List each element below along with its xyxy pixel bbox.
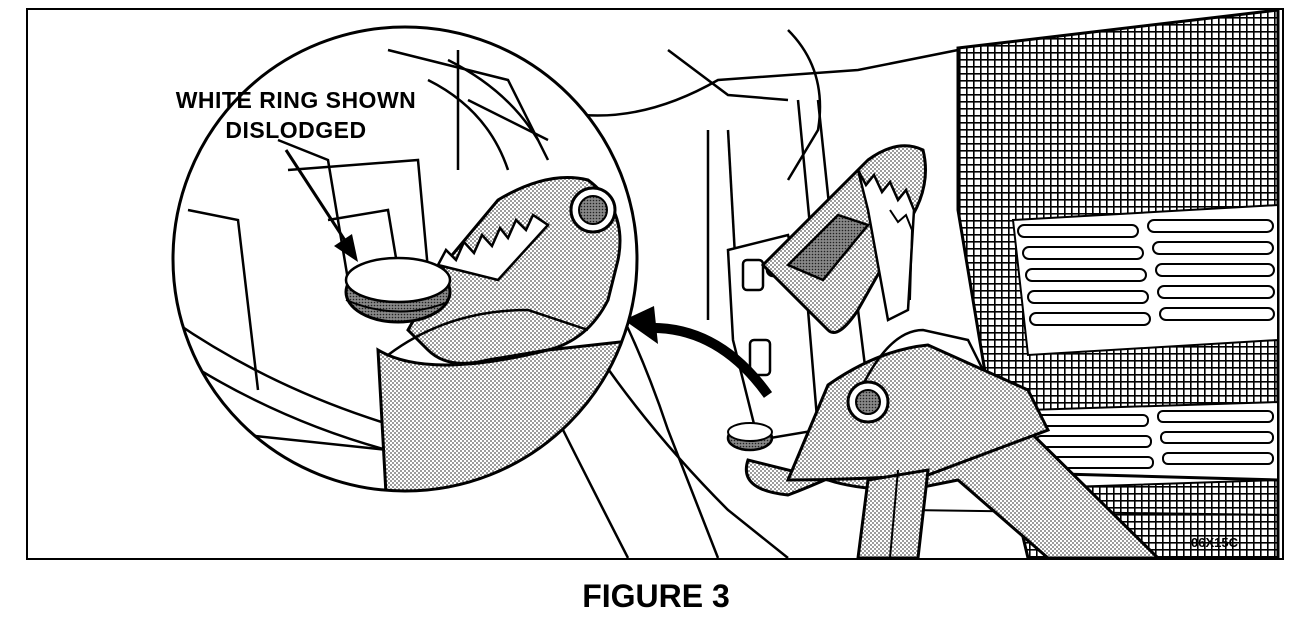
line-drawing [171, 10, 1280, 558]
callout-line-2: DISLODGED [225, 117, 367, 143]
figure-illustration: WHITE RING SHOWN DISLODGED 06X15C [26, 8, 1284, 560]
callout-leader-arrow [284, 149, 358, 262]
direction-arrow-icon [624, 306, 773, 398]
spring-lock-pliers [726, 144, 1161, 558]
ring-callout-label: WHITE RING SHOWN DISLODGED [146, 85, 446, 145]
figure-code: 06X15C [1191, 535, 1238, 550]
figure-caption: FIGURE 3 [582, 578, 730, 614]
callout-line-1: WHITE RING SHOWN [175, 87, 417, 113]
